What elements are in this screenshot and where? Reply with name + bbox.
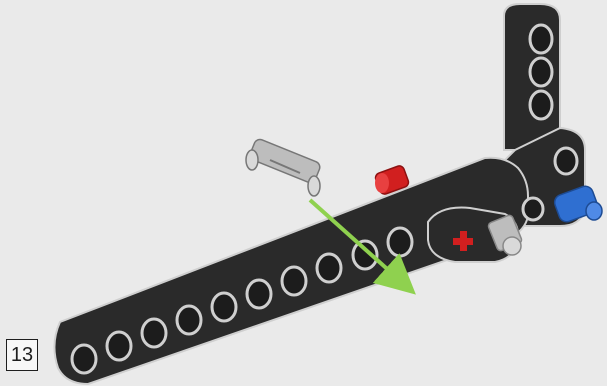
step-number: 13 [11, 345, 33, 365]
step-number-box: 13 [6, 339, 38, 371]
l-beam-vertical [504, 4, 560, 150]
l-beam-vertical-holes [530, 25, 552, 119]
long-beam [54, 158, 528, 384]
gray-friction-pin [246, 138, 322, 196]
